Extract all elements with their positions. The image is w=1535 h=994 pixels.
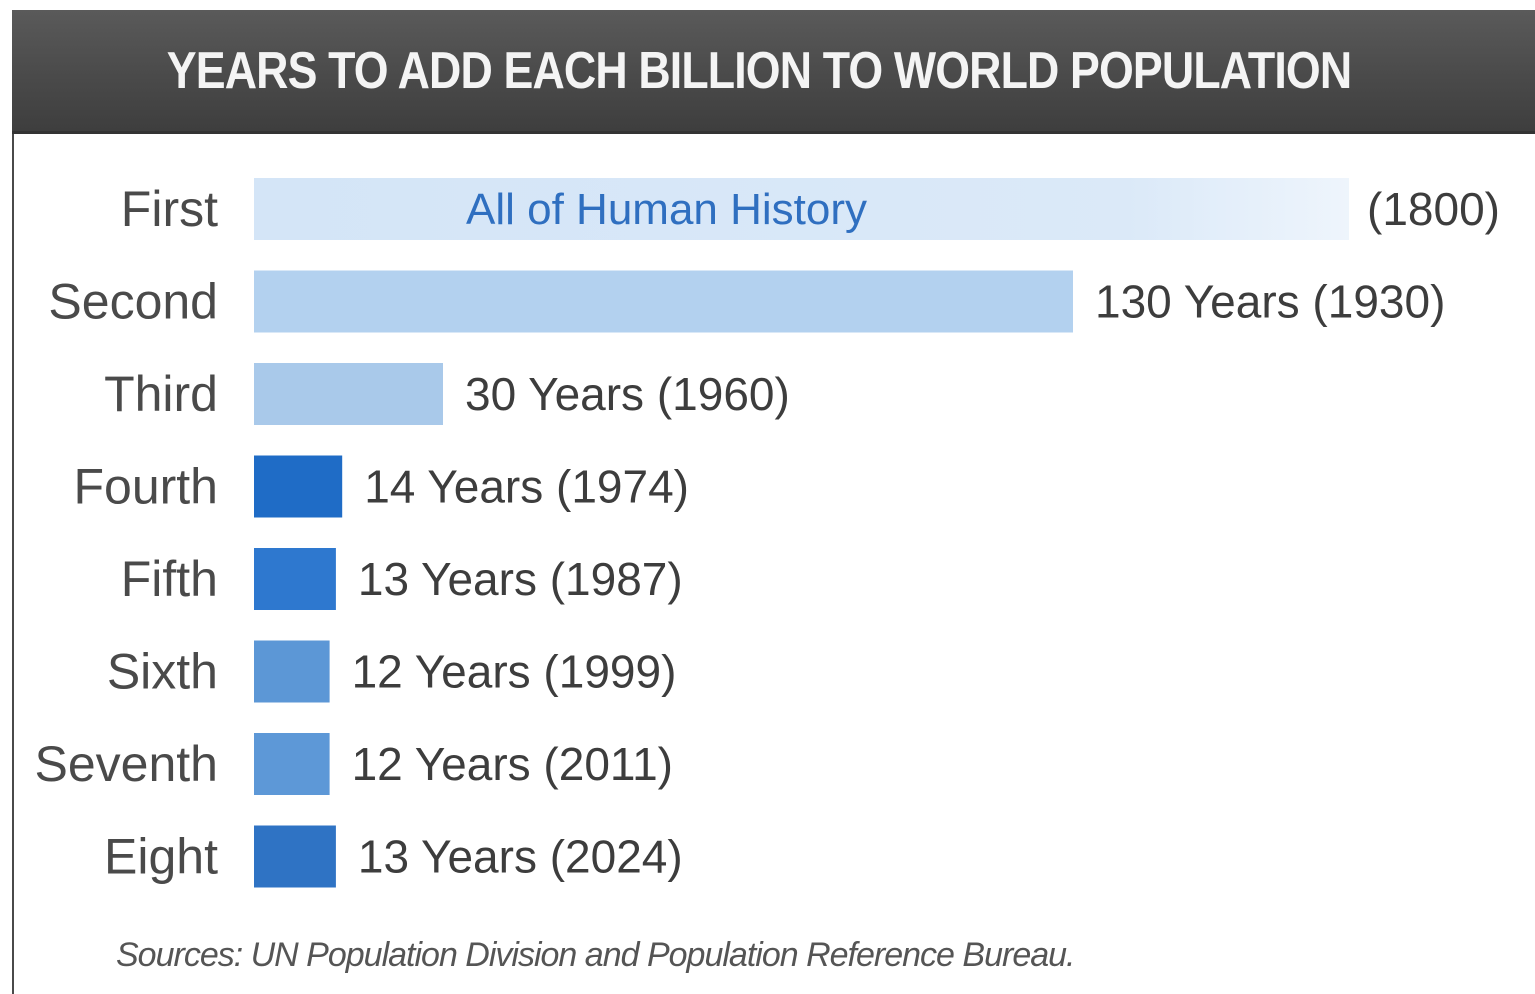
bar-fifth <box>254 548 336 610</box>
value-label: (1800) <box>1367 183 1500 235</box>
source-note: Sources: UN Population Division and Popu… <box>116 936 1075 974</box>
bar-third <box>254 363 443 425</box>
bar-eight <box>254 825 336 888</box>
value-label: 12 Years (2011) <box>352 738 673 790</box>
category-label: Eight <box>104 829 218 885</box>
category-label: Fourth <box>73 459 218 515</box>
labels-group: First All of Human History (1800) Second 130… <box>35 181 1500 885</box>
bar-second <box>254 270 1073 333</box>
value-label: 13 Years (1987) <box>358 553 683 605</box>
category-label: Seventh <box>35 736 218 792</box>
value-label: 13 Years (2024) <box>358 831 683 883</box>
category-label: Sixth <box>107 644 218 700</box>
value-label: 130 Years (1930) <box>1095 276 1445 328</box>
value-label: 14 Years (1974) <box>364 461 689 513</box>
category-label: Fifth <box>121 551 218 607</box>
bars-group <box>254 178 1349 888</box>
bar-sixth <box>254 640 330 703</box>
first-bar-label: All of Human History <box>466 185 867 234</box>
bar-fourth <box>254 455 343 518</box>
category-label: First <box>121 181 218 237</box>
bar-seventh <box>254 733 330 795</box>
value-label: 12 Years (1999) <box>352 646 677 698</box>
category-label: Second <box>48 274 218 330</box>
bar-first <box>254 178 1349 240</box>
title-bar: YEARS TO ADD EACH BILLION TO WORLD POPUL… <box>12 10 1535 134</box>
chart-title: YEARS TO ADD EACH BILLION TO WORLD POPUL… <box>166 41 1352 100</box>
category-label: Third <box>104 366 218 422</box>
value-label: 30 Years (1960) <box>465 368 790 420</box>
